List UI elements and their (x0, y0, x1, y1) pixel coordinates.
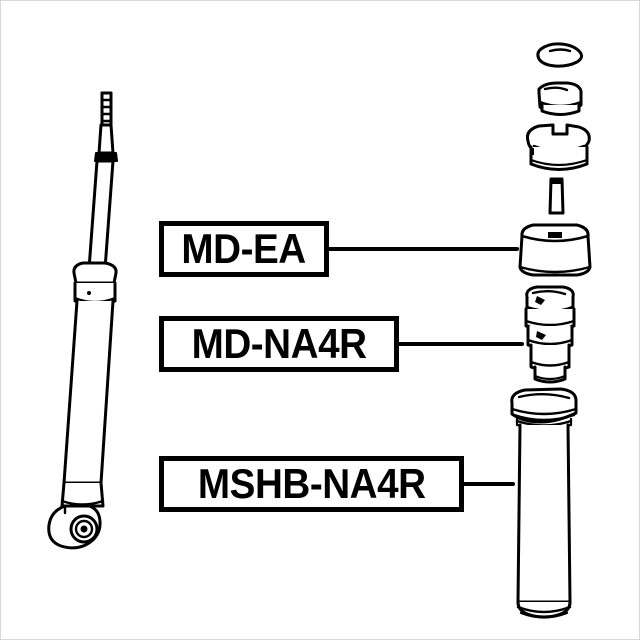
piston-rod-upper (97, 123, 115, 155)
shock-absorber-assembly (47, 91, 118, 550)
label-text-mshb-na4r: MSHB-NA4R (197, 460, 426, 507)
label-box-md-ea[interactable]: MD-EA (159, 221, 329, 277)
nut-spacer (537, 81, 583, 116)
label-text-md-ea: MD-EA (181, 225, 307, 272)
piston-rod (87, 159, 115, 271)
strut-mount-plate (526, 123, 591, 171)
lower-eye-bushing (47, 504, 102, 550)
label-box-md-na4r[interactable]: MD-NA4R (159, 316, 399, 372)
part-mshb-na4r (510, 387, 578, 619)
threaded-rod-tip (100, 91, 113, 127)
part-md-na4r (524, 285, 576, 384)
label-box-mshb-na4r[interactable]: MSHB-NA4R (159, 456, 464, 512)
cylinder-lower-step (60, 481, 105, 508)
body-top-cap (72, 261, 118, 307)
cylinder-body (62, 299, 115, 485)
part-md-ea (518, 223, 592, 277)
stem-pin (548, 177, 565, 215)
flat-washer (536, 42, 584, 68)
rod-collar (94, 152, 118, 162)
label-text-md-na4r: MD-NA4R (191, 320, 367, 367)
